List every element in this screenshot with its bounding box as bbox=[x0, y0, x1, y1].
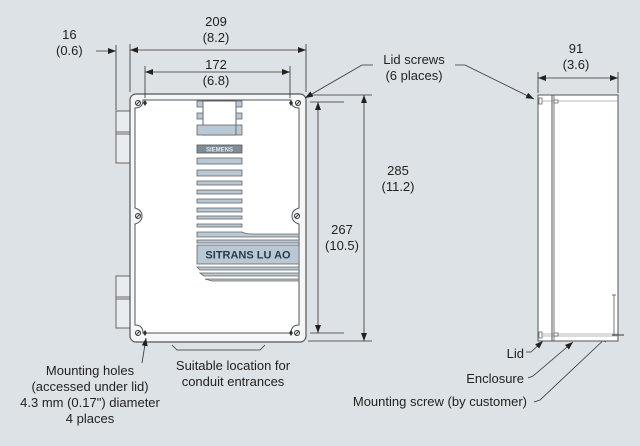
dim-value-mm: 209 bbox=[205, 14, 227, 29]
dim-value-mm: 91 bbox=[568, 41, 584, 56]
dim-value-in: (8.2) bbox=[202, 30, 230, 45]
callout-line: 4 places bbox=[65, 411, 115, 426]
callout-conduit: Suitable location for conduit entrances bbox=[166, 358, 300, 390]
dim-hole-spacing-height: 267 (10.5) bbox=[320, 222, 364, 254]
callout-enclosure: Enclosure bbox=[466, 371, 524, 386]
dim-value-mm: 16 bbox=[62, 27, 77, 42]
lid-screw-icon bbox=[135, 100, 141, 106]
lid-screw-icon bbox=[294, 213, 300, 219]
mounting-hole-icon bbox=[289, 330, 293, 336]
side-enclosure bbox=[551, 94, 619, 342]
callout-line: conduit entrances bbox=[181, 374, 285, 389]
callout-line: Suitable location for bbox=[175, 358, 291, 373]
lid-screw-icon bbox=[295, 100, 301, 106]
dim-value-mm: 285 bbox=[387, 163, 409, 178]
callout-mounting-screw: Mounting screw (by customer) bbox=[352, 394, 527, 409]
dim-side-offset: 16 (0.6) bbox=[56, 27, 83, 59]
side-view bbox=[537, 94, 624, 342]
dim-value-in: (0.6) bbox=[56, 43, 83, 58]
dim-value-in: (3.6) bbox=[562, 57, 590, 72]
mounting-hole-icon bbox=[143, 330, 147, 336]
display-window bbox=[196, 100, 243, 136]
lid-screw-icon bbox=[135, 213, 141, 219]
cooling-ribs bbox=[196, 157, 300, 244]
callout-line: Lid screws bbox=[383, 52, 445, 67]
product-label-panel bbox=[196, 244, 300, 265]
dim-depth: 91 (3.6) bbox=[556, 41, 596, 73]
product-label: SITRANS LU AO bbox=[205, 250, 291, 262]
dim-overall-height: 285 (11.2) bbox=[373, 163, 423, 195]
callout-line: (accessed under lid) bbox=[31, 379, 149, 394]
dim-value-in: (10.5) bbox=[325, 238, 359, 253]
lid-screw-icon bbox=[294, 330, 300, 336]
callout-mounting-holes: Mounting holes (accessed under lid) 4.3 … bbox=[14, 363, 166, 427]
mounting-hole-icon bbox=[289, 100, 293, 106]
dim-hole-spacing-width: 172 (6.8) bbox=[196, 57, 236, 89]
callout-line: (6 places) bbox=[385, 68, 443, 83]
lid-screw-icon bbox=[135, 330, 141, 336]
side-lid bbox=[537, 94, 553, 342]
callout-lid: Lid bbox=[506, 346, 524, 361]
conduit-boss-top bbox=[115, 110, 132, 164]
callout-line: Mounting holes bbox=[45, 363, 135, 378]
dim-value-in: (11.2) bbox=[381, 179, 415, 194]
dim-value-in: (6.8) bbox=[202, 73, 230, 88]
brand-logo: SIEMENS bbox=[206, 148, 233, 154]
mounting-hole-icon bbox=[143, 100, 147, 106]
dim-value-mm: 172 bbox=[205, 57, 227, 72]
brand-logo-plate bbox=[196, 144, 243, 154]
callout-line: 4.3 mm (0.17") diameter bbox=[20, 395, 160, 410]
dim-value-mm: 267 bbox=[331, 222, 353, 237]
conduit-boss-bottom bbox=[115, 275, 132, 329]
callout-lid-screws: Lid screws (6 places) bbox=[374, 52, 454, 84]
dimension-lines bbox=[96, 44, 610, 403]
front-view: SIEMENS SITRANS LU AO bbox=[115, 93, 307, 343]
dim-overall-width: 209 (8.2) bbox=[196, 14, 236, 46]
